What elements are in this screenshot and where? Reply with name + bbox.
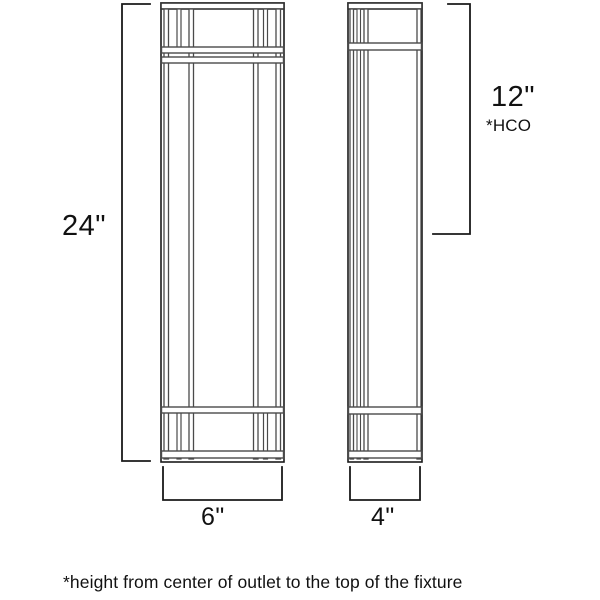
front-view-fixture bbox=[160, 2, 285, 463]
front-vertical-bar-3 bbox=[252, 8, 259, 460]
front-band-lower-2 bbox=[160, 450, 285, 459]
hco-dimension-bracket bbox=[432, 3, 471, 235]
side-vertical-bar-3 bbox=[416, 8, 422, 460]
front-vertical-bar-2 bbox=[188, 8, 195, 460]
front-vertical-bar-4 bbox=[275, 8, 282, 460]
side-band-upper bbox=[347, 42, 423, 51]
front-width-dimension-bracket bbox=[162, 466, 283, 501]
front-band-upper-2 bbox=[160, 56, 285, 64]
side-width-dimension-label: 4" bbox=[371, 503, 395, 531]
front-band-lower-1 bbox=[160, 406, 285, 414]
side-vertical-bar-1 bbox=[349, 8, 355, 460]
side-band-lower-1 bbox=[347, 406, 423, 415]
side-vertical-bar-4 bbox=[356, 8, 362, 460]
front-width-dimension-line bbox=[162, 466, 283, 501]
front-width-dimension-label: 6" bbox=[201, 503, 225, 531]
height-dimension-bracket bbox=[121, 3, 151, 462]
footnote-text: *height from center of outlet to the top… bbox=[63, 572, 463, 592]
side-vertical-bars bbox=[349, 8, 422, 460]
side-width-dimension-bracket bbox=[349, 466, 421, 501]
hco-dimension-line bbox=[432, 3, 471, 235]
side-vertical-bar-2 bbox=[363, 8, 369, 460]
front-vertical-bars bbox=[163, 8, 282, 460]
height-dimension-label: 24" bbox=[62, 210, 107, 242]
side-band-lower-2 bbox=[347, 450, 423, 459]
hco-note-label: *HCO bbox=[486, 116, 532, 135]
side-horizontal-bands bbox=[347, 42, 423, 459]
side-top-cap bbox=[347, 2, 423, 10]
hco-dimension-label: 12" bbox=[491, 81, 536, 113]
front-top-accent-bar-2 bbox=[262, 8, 269, 52]
front-vertical-bar-1 bbox=[163, 8, 170, 460]
front-top-accent-bar-1 bbox=[176, 8, 182, 52]
side-view-fixture bbox=[347, 2, 423, 463]
height-dimension-line bbox=[121, 3, 151, 462]
front-horizontal-bands bbox=[160, 46, 285, 459]
front-band-upper-1 bbox=[160, 46, 285, 54]
side-width-dimension-line bbox=[349, 466, 421, 501]
front-fixture-outline bbox=[160, 2, 285, 463]
front-top-cap bbox=[160, 2, 285, 10]
